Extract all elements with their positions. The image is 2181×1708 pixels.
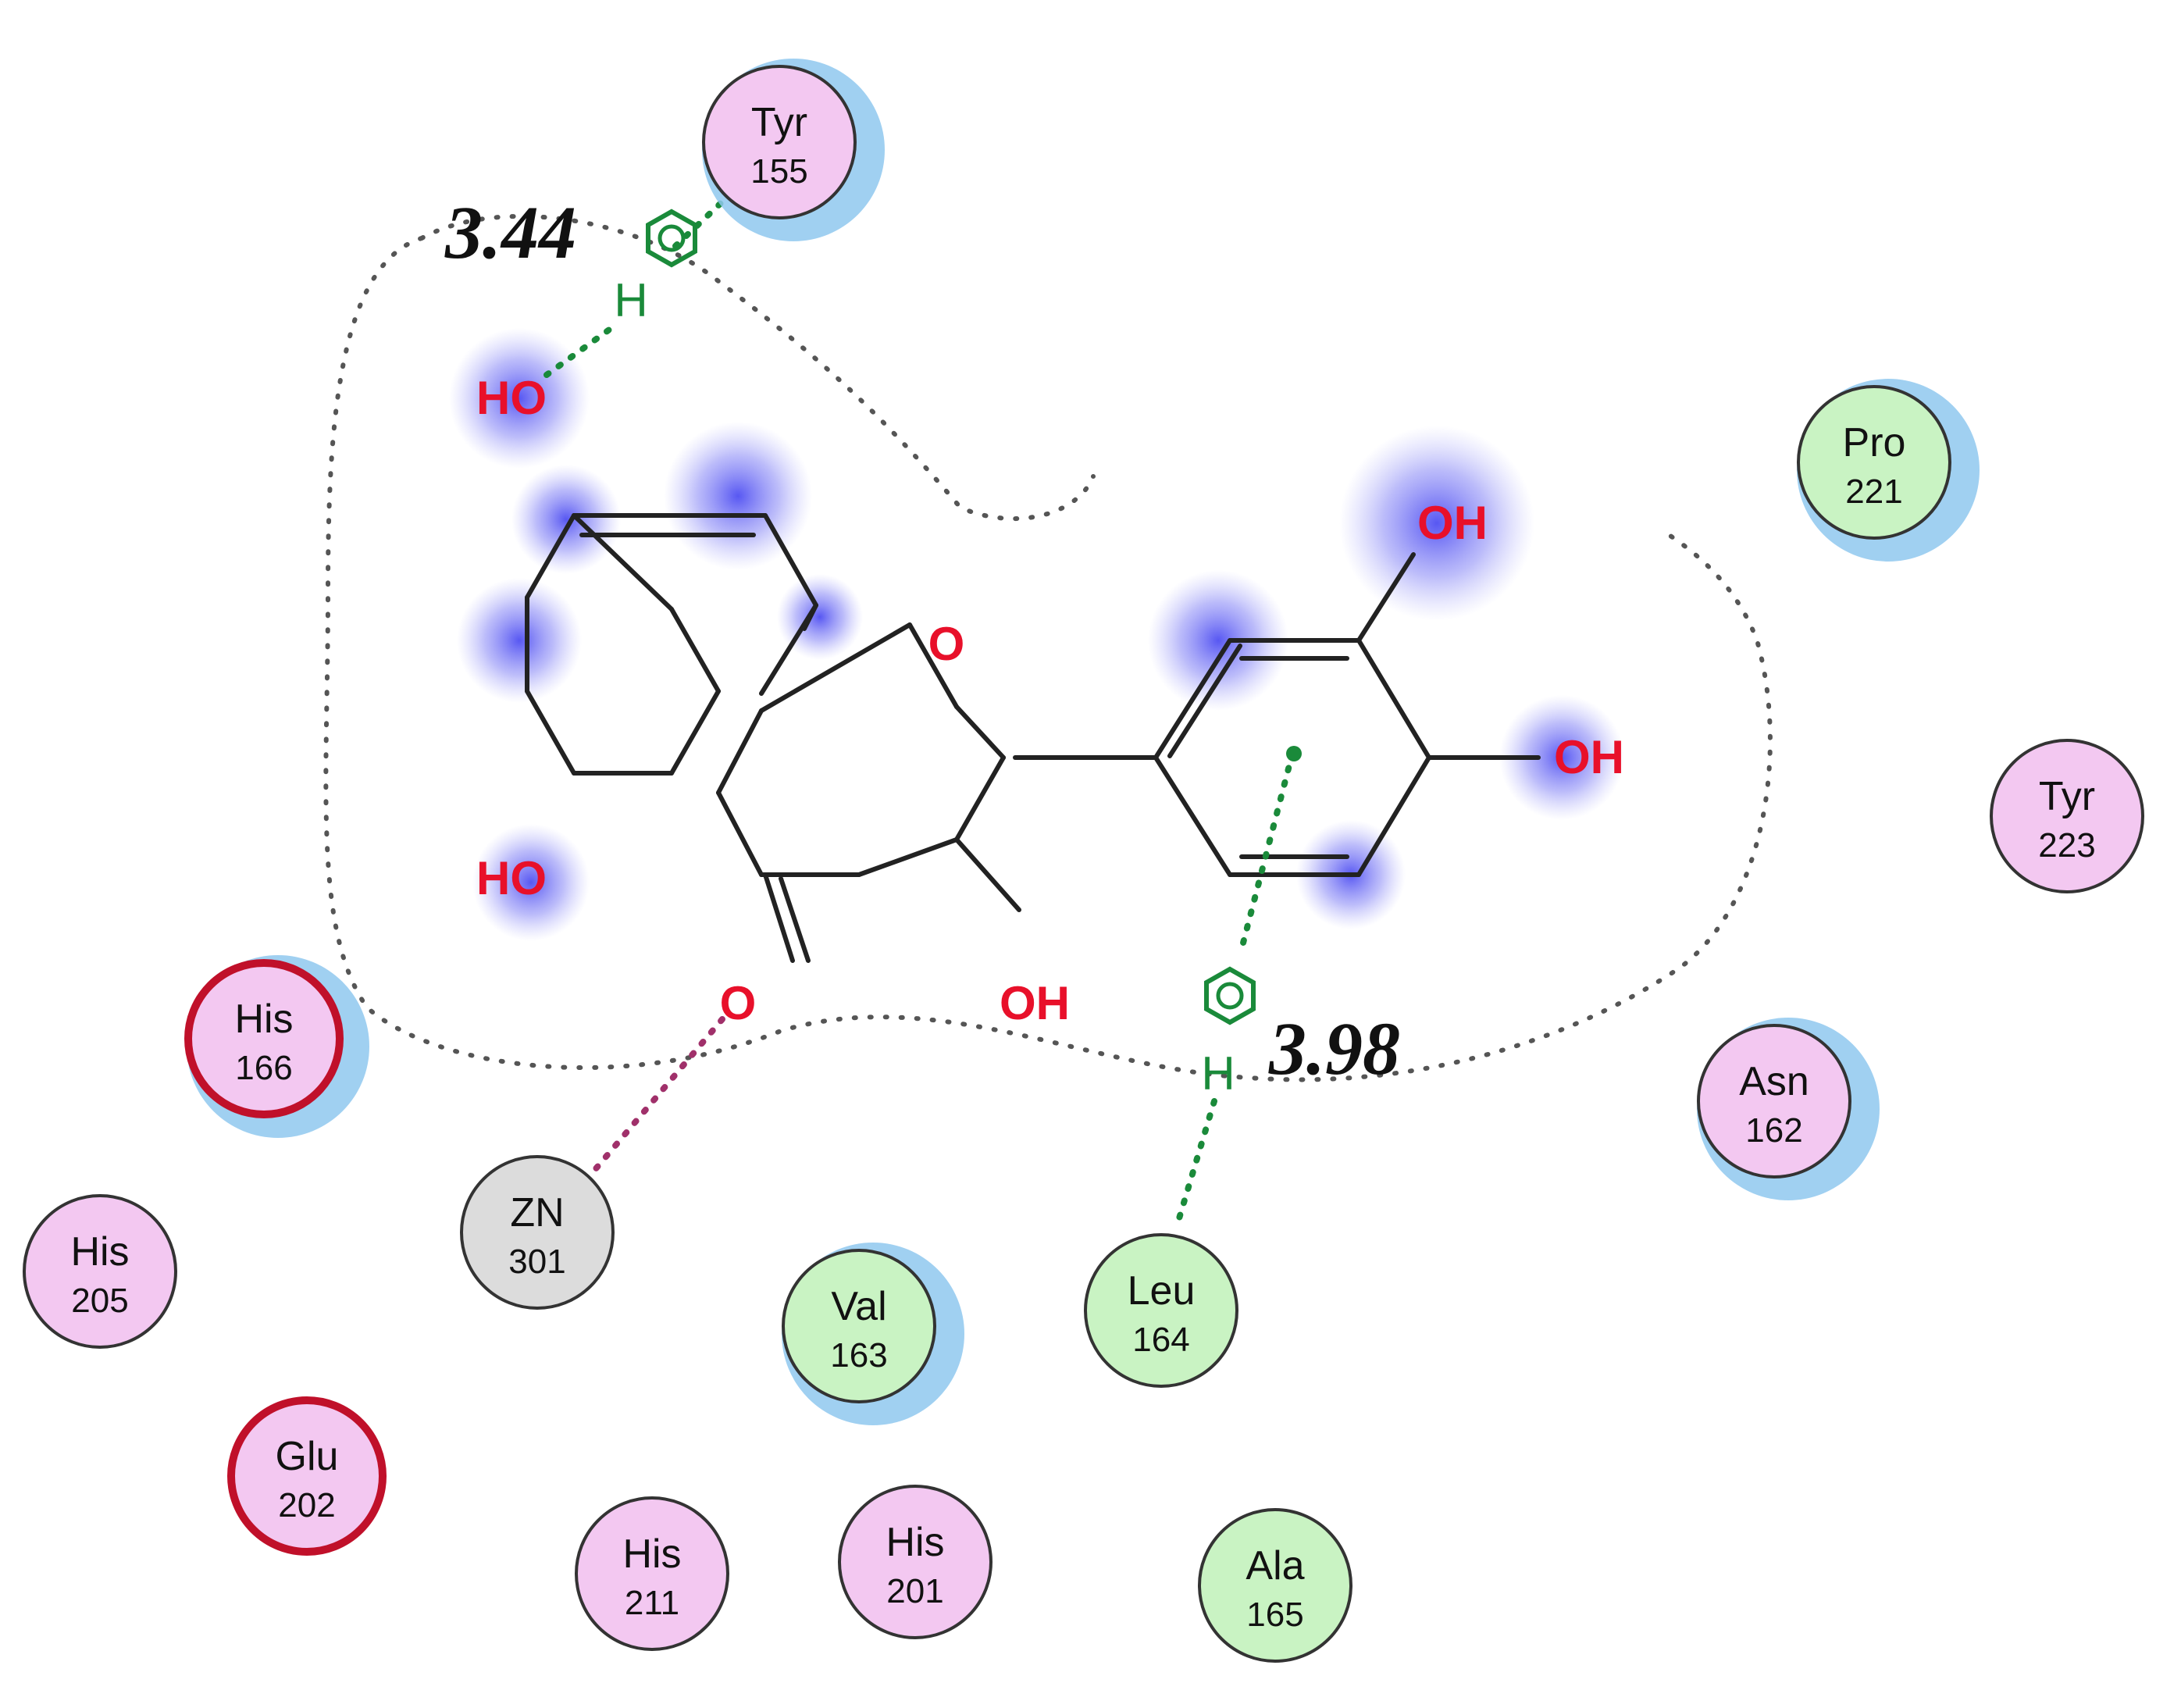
- residue-tyr155: Tyr 155: [702, 59, 885, 241]
- benzene-ring-icon: [646, 209, 697, 268]
- hbond-line-bottom: [1176, 1098, 1217, 1221]
- residue-disc: [1084, 1233, 1238, 1388]
- residue-disc: [460, 1155, 615, 1310]
- residue-leu164: Leu 164: [1084, 1233, 1238, 1388]
- residue-his205: His 205: [23, 1194, 177, 1349]
- residue-disc: [227, 1396, 387, 1556]
- atom-ho-bottom: HO: [476, 852, 547, 904]
- residue-name: His: [886, 1520, 944, 1565]
- residue-disc: [838, 1485, 992, 1639]
- h-label-top: H: [614, 274, 647, 326]
- residue-number: 205: [71, 1282, 128, 1320]
- residue-disc: [1198, 1508, 1352, 1663]
- residue-glu202: Glu 202: [227, 1396, 387, 1556]
- residue-name: Tyr: [751, 100, 807, 145]
- pi-line-top: [672, 177, 749, 249]
- residue-name: Pro: [1843, 420, 1906, 465]
- atom-halo: [457, 578, 582, 703]
- hbond-line-top: [543, 321, 620, 378]
- atom-halo: [511, 465, 621, 574]
- residue-name: Val: [831, 1284, 886, 1329]
- residue-pro221: Pro 221: [1797, 379, 1980, 562]
- ring-centroid: [1286, 746, 1302, 761]
- residue-name: Glu: [276, 1434, 339, 1479]
- residue-disc: [1990, 739, 2144, 893]
- ligand-bonds: [525, 513, 1541, 963]
- atom-halo: [1148, 570, 1288, 711]
- residue-val163: Val 163: [782, 1243, 964, 1425]
- residue-number: 163: [830, 1336, 887, 1375]
- atom-carbonyl-o: O: [720, 977, 757, 1029]
- atom-labels: HO HO O O OH OH OH: [476, 372, 1624, 1029]
- atom-ho-top: HO: [476, 372, 547, 424]
- atom-halo: [664, 422, 812, 570]
- residue-number: 165: [1246, 1596, 1303, 1634]
- metal-contact-line: [590, 1016, 725, 1175]
- residue-number: 221: [1845, 472, 1902, 511]
- residue-number: 202: [278, 1486, 335, 1524]
- interactions: H H 3.44 3.98: [444, 177, 1400, 1221]
- benzene-ring-icon: [1204, 966, 1256, 1025]
- residue-disc: [184, 959, 344, 1118]
- residue-disc: [702, 65, 857, 219]
- residue-disc: [782, 1249, 936, 1403]
- atom-oh-right: OH: [1554, 731, 1624, 783]
- residue-number: 201: [886, 1572, 943, 1610]
- atom-oh-bottom: OH: [1000, 977, 1070, 1029]
- residue-asn162: Asn 162: [1697, 1018, 1880, 1200]
- residue-disc: [1797, 385, 1951, 540]
- residue-name: Tyr: [2039, 774, 2095, 819]
- residue-his201: His 201: [838, 1485, 992, 1639]
- residue-number: 223: [2038, 826, 2095, 865]
- distance-label-bottom: 3.98: [1268, 1007, 1400, 1090]
- atom-halo: [1499, 695, 1624, 820]
- residue-tyr223: Tyr 223: [1990, 739, 2144, 893]
- residue-his166: His 166: [184, 955, 369, 1138]
- residue-number: 301: [508, 1243, 565, 1281]
- residue-number: 166: [235, 1049, 292, 1087]
- residue-name: His: [70, 1229, 129, 1275]
- residue-ala165: Ala 165: [1198, 1508, 1352, 1663]
- residue-zn301: ZN 301: [460, 1155, 615, 1310]
- distance-label-top: 3.44: [444, 191, 576, 274]
- residue-number: 155: [750, 152, 807, 191]
- residues: Tyr155Pro221Tyr223Asn162His166His205ZN30…: [23, 59, 2144, 1663]
- atom-oh-right-top: OH: [1417, 497, 1488, 549]
- atom-halo: [472, 824, 590, 941]
- h-label-bottom: H: [1201, 1047, 1235, 1100]
- residue-disc: [23, 1194, 177, 1349]
- residue-name: His: [234, 997, 293, 1042]
- residue-name: Ala: [1246, 1543, 1304, 1589]
- atom-halo: [449, 328, 590, 469]
- residue-disc: [575, 1496, 729, 1651]
- pi-line-bottom: [1238, 751, 1295, 952]
- residue-name: Leu: [1128, 1268, 1196, 1314]
- residue-name: ZN: [510, 1190, 564, 1236]
- residue-disc: [1697, 1024, 1851, 1178]
- atom-ring-o: O: [928, 618, 965, 670]
- atom-halos: [449, 328, 1624, 941]
- residue-number: 162: [1745, 1111, 1802, 1150]
- residue-his211: His 211: [575, 1496, 729, 1651]
- residue-number: 211: [625, 1584, 679, 1622]
- residue-name: Asn: [1739, 1059, 1809, 1104]
- atom-halo: [1339, 426, 1534, 621]
- residue-name: His: [622, 1531, 681, 1577]
- atom-halo: [777, 574, 863, 660]
- residue-number: 164: [1132, 1321, 1189, 1359]
